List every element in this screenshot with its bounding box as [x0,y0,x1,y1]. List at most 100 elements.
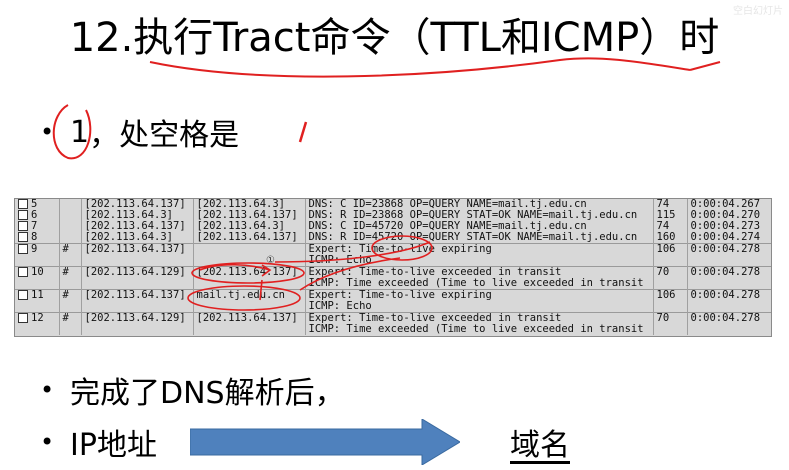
cell-len [653,255,688,267]
cell-dst: [202.113.64.3] [193,221,306,232]
cell-src [81,278,194,290]
bullet-2-text: 完成了DNS解析后， [70,376,345,411]
row-number: 7 [31,221,38,232]
cell-time [687,278,771,290]
cell-flag [59,278,82,290]
cell-dst [193,324,306,335]
cell-flag: # [59,289,82,301]
cell-len: 74 [653,199,688,210]
bullet-1-text: ，处空格是 [89,118,240,153]
cell-dst [193,255,306,267]
cell-flag [59,324,82,335]
cell-len [653,278,688,290]
cell-summary: DNS: R ID=45720 OP=QUERY STAT=OK NAME=ma… [305,232,654,244]
cell-time: 0:00:04.278 [687,266,771,278]
cell-time: 0:00:04.278 [687,312,771,324]
cell-time [687,301,771,313]
cell-summary: DNS: C ID=45720 OP=QUERY NAME=mail.tj.ed… [305,221,654,232]
cell-no [15,255,60,267]
cell-dst [193,278,306,290]
cell-len: 106 [653,289,688,301]
checkbox-icon [18,232,28,242]
cell-flag [59,199,82,210]
right-arrow-icon [190,419,460,465]
bullet-dot-icon: • [40,118,55,146]
cell-time: 0:00:04.273 [687,221,771,232]
packet-capture-screenshot: 5[202.113.64.137][202.113.64.3]DNS: C ID… [14,198,772,337]
cell-summary: Expert: Time-to-live exceeded in transit [305,312,654,324]
cell-time: 0:00:04.270 [687,210,771,221]
cell-time: 0:00:04.278 [687,243,771,255]
row-number: 8 [31,232,38,243]
checkbox-icon [18,221,28,231]
row-number: 12 [31,312,44,324]
cell-dst [193,301,306,313]
cell-src: [202.113.64.3] [81,232,194,244]
cell-no: 12 [15,312,60,324]
table-row: ICMP: Echo [15,301,771,313]
cell-src [81,301,194,313]
cell-time: 0:00:04.278 [687,289,771,301]
cell-dst: [202.113.64.137] [193,210,306,221]
checkbox-icon [18,290,28,300]
table-row: 10#[202.113.64.129][202.113.64.137]Exper… [15,266,771,278]
table-row: 6 [202.113.64.3][202.113.64.137]DNS: R ID… [15,210,771,221]
cell-summary: DNS: R ID=23868 OP=QUERY STAT=OK NAME=ma… [305,210,654,221]
cell-summary: ICMP: Echo [305,255,654,267]
cell-summary: ICMP: Time exceeded (Time to live exceed… [305,278,654,290]
cell-summary: Expert: Time-to-live expiring [305,289,654,301]
cell-dst [193,243,306,255]
cell-summary: ICMP: Echo [305,301,654,313]
cell-dst: mail.tj.edu.cn [193,289,306,301]
cell-time: 0:00:04.274 [687,232,771,244]
bullet-3-text: IP地址 [70,428,157,463]
cell-src: [202.113.64.137] [81,221,194,232]
row-number: 9 [31,243,38,255]
table-row: ICMP: Time exceeded (Time to live exceed… [15,278,771,290]
bullet-3: • IP地址 [40,420,157,464]
cell-no: 8 [15,232,60,244]
table-row: ICMP: Echo [15,255,771,267]
table-row: 8[202.113.64.3][202.113.64.137]DNS: R ID… [15,232,771,244]
table-row: 5[202.113.64.137][202.113.64.3]DNS: C ID… [15,199,771,210]
cell-summary: Expert: Time-to-live expiring [305,243,654,255]
table-row: 12#[202.113.64.129][202.113.64.137]Exper… [15,312,771,324]
cell-flag: # [59,266,82,278]
slide-title: 12.执行Tract命令（TTL和ICMP）时 [69,15,720,61]
packet-table: 5[202.113.64.137][202.113.64.3]DNS: C ID… [15,199,771,335]
cell-no: 11 [15,289,60,301]
checkbox-icon [18,313,28,323]
cell-no: 9 [15,243,60,255]
checkbox-icon [18,199,28,209]
cell-len: 74 [653,221,688,232]
cell-src [81,324,194,335]
cell-src: [202.113.64.137] [81,243,194,255]
cell-no: 7 [15,221,60,232]
table-row: ICMP: Time exceeded (Time to live exceed… [15,324,771,335]
cell-flag [59,210,82,221]
cell-dst: [202.113.64.137] [193,312,306,324]
cell-no: 10 [15,266,60,278]
cell-no: 6 [15,210,60,221]
row-number: 6 [31,210,38,221]
cell-src: [202.113.64.137] [81,289,194,301]
cell-no [15,278,60,290]
cell-flag [59,255,82,267]
cell-flag: # [59,312,82,324]
slash-ink [298,121,308,143]
cell-time [687,324,771,335]
cell-flag: # [59,243,82,255]
checkbox-icon [18,210,28,220]
cell-no [15,324,60,335]
cell-len: 115 [653,210,688,221]
table-row: 7 [202.113.64.137][202.113.64.3]DNS: C ID… [15,221,771,232]
cell-len [653,301,688,313]
bullet-2: • 完成了DNS解析后， [40,368,345,412]
cell-src: [202.113.64.3] [81,210,194,221]
cell-len: 70 [653,312,688,324]
cell-len: 106 [653,243,688,255]
cell-flag [59,301,82,313]
cell-time [687,255,771,267]
bullet-1: • 1 ，处空格是 [40,110,239,154]
